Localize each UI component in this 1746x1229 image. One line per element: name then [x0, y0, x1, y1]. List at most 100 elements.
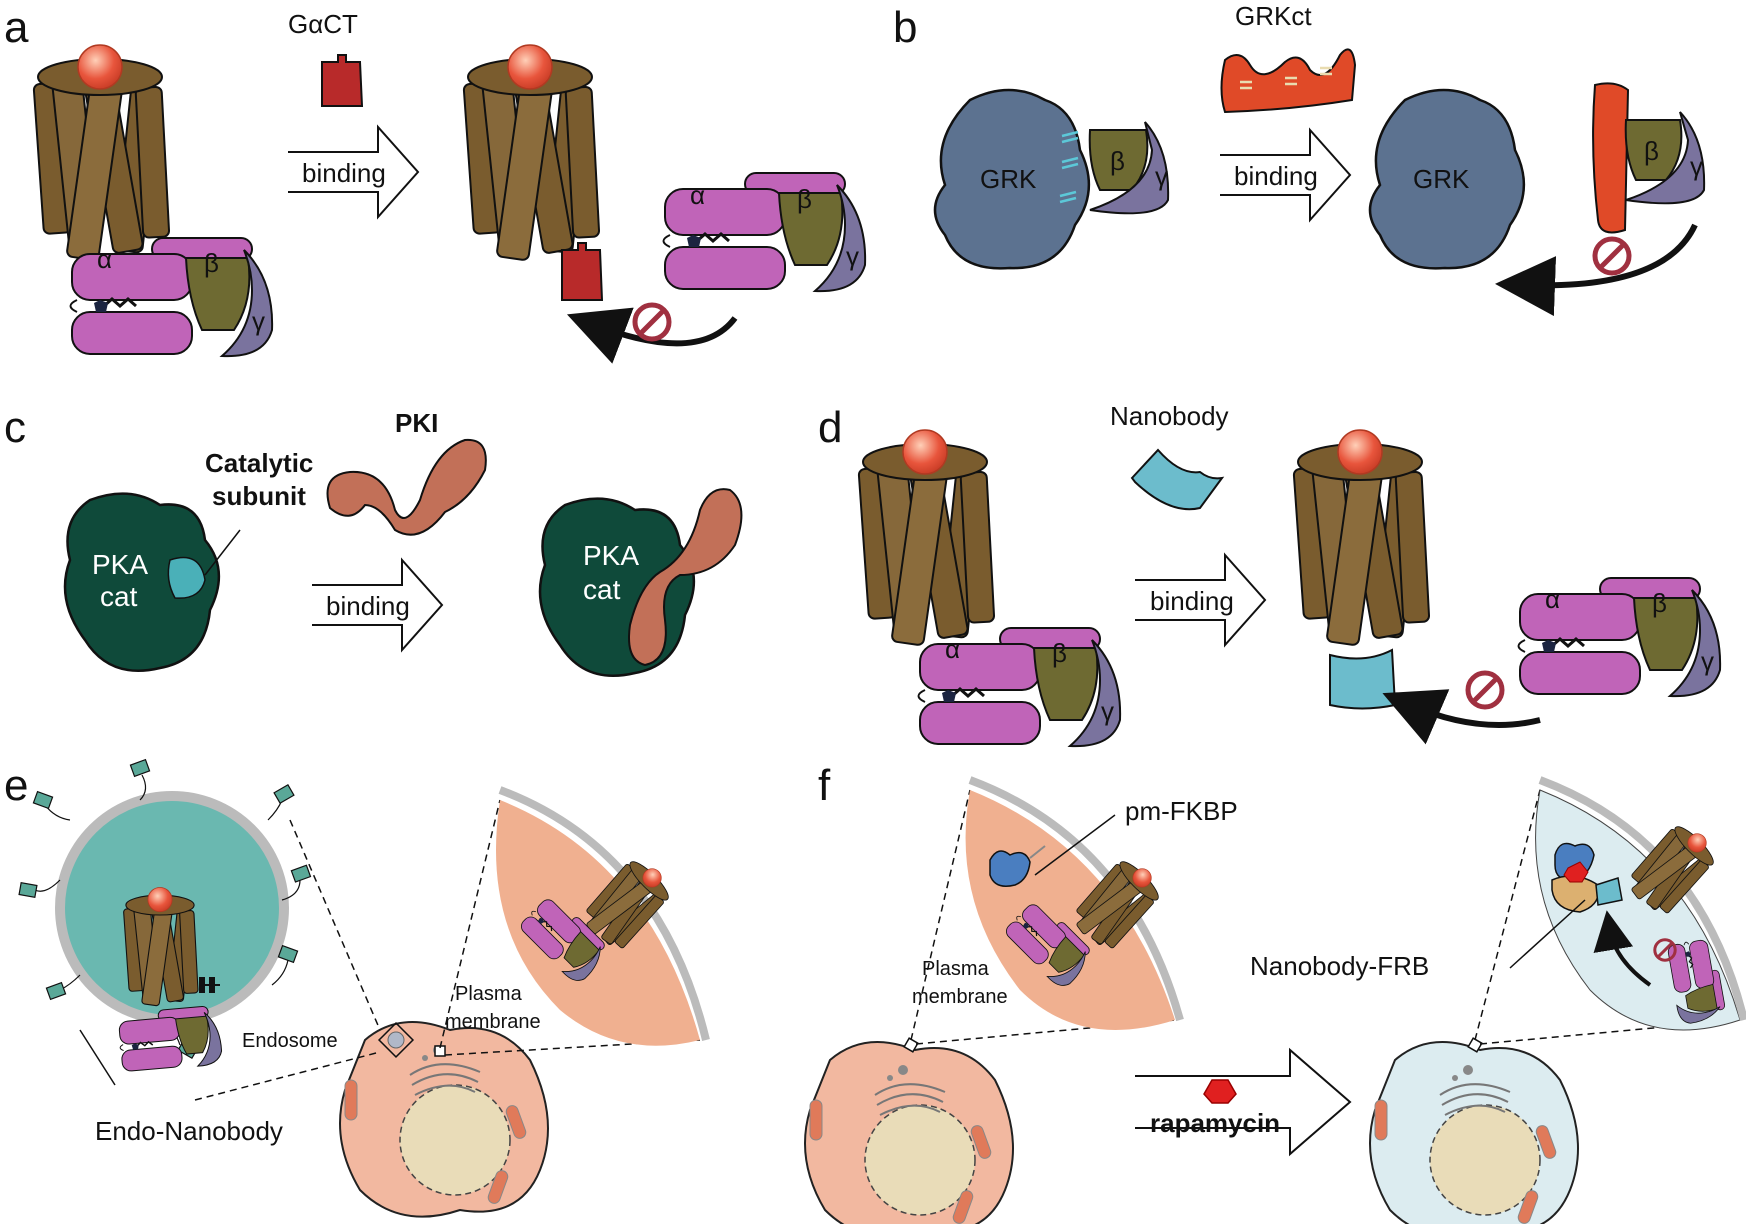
zoom-line: [289, 819, 381, 1031]
nanobody-bound: [1329, 648, 1397, 710]
rapamycin-bound-icon: [1563, 861, 1589, 883]
grkct-peptide: [1220, 48, 1357, 114]
panel-label-a: a: [4, 3, 29, 52]
receptor-d-after: [1292, 429, 1431, 647]
endosome-zoom-box: [377, 1021, 415, 1059]
pm-label-2: membrane: [912, 986, 1008, 1008]
pm-label-1: Plasma: [922, 958, 990, 980]
zoom-line: [194, 1051, 381, 1101]
nanobody-frb-label: Nanobody-FRB: [1250, 951, 1429, 981]
receptor-d-before: [857, 429, 996, 647]
cell-f-before: [804, 1041, 1014, 1229]
membrane-zoom-box: [1467, 1037, 1483, 1053]
zoom-line: [1474, 789, 1541, 1041]
panel-d: d α β γ Nanobody binding α β γ: [818, 401, 1722, 748]
pm-label-2: membrane: [445, 1011, 541, 1033]
nanobody-frb-leader: [1509, 899, 1586, 969]
panel-label-d: d: [818, 403, 842, 452]
nanobody-label: Nanobody: [1110, 401, 1229, 431]
beta-label: β: [1644, 136, 1659, 166]
endo-nanobody-leader: [79, 1029, 116, 1086]
gamma-label: γ: [1690, 151, 1703, 181]
blocked-arrow-a: [566, 307, 738, 364]
beta-label: β: [1652, 588, 1667, 618]
alpha-label: α: [945, 634, 960, 664]
cell-f-after: [1369, 1041, 1579, 1229]
beta-label: β: [204, 248, 219, 278]
alpha-label: α: [97, 244, 112, 274]
zoom-line: [910, 789, 971, 1041]
binding-label-b: binding: [1234, 161, 1318, 191]
panel-e: e: [4, 758, 710, 1218]
panel-label-e: e: [4, 761, 28, 810]
membrane-zoom-box: [903, 1037, 919, 1053]
gact-label: GαCT: [288, 9, 358, 39]
panel-label-b: b: [893, 3, 917, 52]
blocked-arrow-f: [1593, 910, 1652, 987]
blocked-arrow-b: [1495, 223, 1698, 317]
gamma-label: γ: [1155, 161, 1168, 191]
panel-c: c PKA cat Catalytic subunit PKI binding …: [4, 403, 743, 677]
grkct-site-icon: [1240, 66, 1332, 90]
pka-label-1: PKA: [583, 540, 639, 571]
pka-catalytic-before: [63, 492, 221, 672]
endo-nanobody-label: Endo-Nanobody: [95, 1116, 283, 1146]
panel-f: f pm-FKBP Plasma membrane rapamycin: [804, 761, 1746, 1229]
grk-label-after: GRK: [1413, 164, 1470, 194]
rapamycin-arrow: [1135, 1047, 1352, 1157]
pka-label-1: PKA: [92, 549, 148, 580]
inhibit-icon: [1468, 673, 1502, 707]
binding-label-a: binding: [302, 158, 386, 188]
pki-bound: [628, 488, 743, 667]
grk-binding-site-icon: [1059, 130, 1079, 204]
grk-kinase-before: [933, 88, 1091, 270]
pki-peptide: [326, 438, 487, 536]
catalytic-label-2: subunit: [212, 481, 306, 511]
alpha-label: α: [690, 180, 705, 210]
panel-b: b GRK β γ GRKct binding GRK β γ: [893, 1, 1706, 317]
beta-label: β: [1052, 638, 1067, 668]
grk-kinase-after: [1368, 88, 1526, 270]
grkct-bound: [1592, 82, 1630, 234]
panel-label-f: f: [818, 761, 831, 810]
receptor-endosome: [122, 886, 199, 1007]
plasma-membrane-zoom-f: [965, 790, 1175, 1030]
pm-fkbp-protein: [989, 850, 1031, 887]
gact-bound: [561, 242, 604, 301]
rapamycin-icon: [1203, 1079, 1237, 1104]
binding-label-c: binding: [326, 591, 410, 621]
pka-label-2: cat: [583, 574, 621, 605]
inhibit-icon: [635, 305, 669, 339]
nanobody-free: [1130, 448, 1225, 511]
pm-fkbp-leader: [1034, 814, 1116, 876]
gamma-label: γ: [846, 241, 859, 271]
beta-label: β: [1110, 146, 1125, 176]
receptor-a-before: [32, 44, 171, 262]
rapamycin-label: rapamycin: [1150, 1108, 1280, 1138]
pka-label-2: cat: [100, 581, 138, 612]
receptor-a-after: [462, 44, 601, 262]
nanobody-frb-bound: [1595, 877, 1623, 906]
panel-label-c: c: [4, 403, 26, 452]
grk-label-before: GRK: [980, 164, 1037, 194]
gact-peptide: [321, 54, 364, 107]
endosome-mini-icon: [387, 1031, 405, 1049]
gamma-label: γ: [1101, 696, 1114, 726]
zoom-line: [444, 1039, 701, 1056]
binding-label-d: binding: [1150, 586, 1234, 616]
inhibit-icon: [1595, 239, 1629, 273]
pm-label-1: Plasma: [455, 983, 523, 1005]
pm-fkbp-label: pm-FKBP: [1125, 796, 1238, 826]
gamma-label: γ: [252, 306, 265, 336]
zoom-line: [439, 799, 501, 1049]
pki-label: PKI: [395, 408, 438, 438]
catalytic-label-1: Catalytic: [205, 448, 313, 478]
grkct-label: GRKct: [1235, 1, 1312, 31]
endosome-label: Endosome: [242, 1030, 338, 1052]
catalytic-leader: [204, 529, 241, 576]
panel-a: a α β γ GαCT binding α β γ: [4, 3, 867, 364]
g-protein-tail: [199, 977, 220, 993]
beta-label: β: [797, 184, 812, 214]
